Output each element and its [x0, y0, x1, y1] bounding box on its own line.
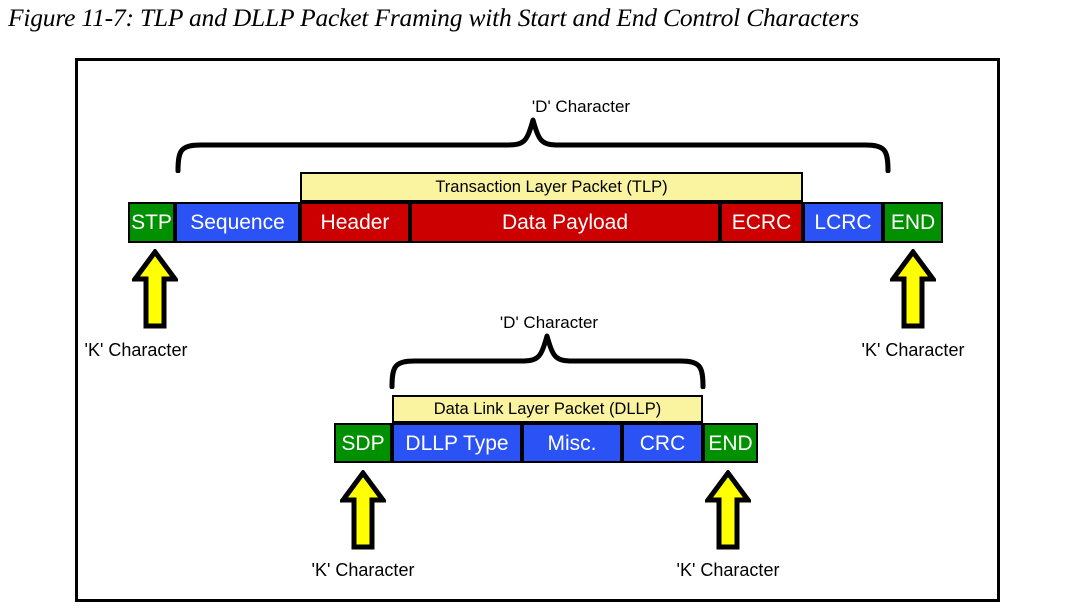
- dllp-start-marker-label: 'K' Character: [311, 560, 415, 580]
- dllp-end-marker-label: 'K' Character: [676, 560, 780, 580]
- tlp-segment-data-payload: Data Payload: [410, 202, 720, 243]
- tlp-brace-label: 'D' Character: [531, 97, 631, 116]
- dllp-brace-label: 'D' Character: [499, 313, 599, 332]
- tlp-segment-header: Header: [300, 202, 410, 243]
- tlp-start-marker-arrow: [132, 249, 178, 329]
- tlp-end-marker-arrow: [890, 249, 936, 329]
- tlp-start-marker-label: 'K' Character: [84, 340, 188, 360]
- dllp-brace: [389, 333, 706, 389]
- dllp-segment-misc: Misc.: [522, 423, 622, 463]
- tlp-segment-stp: STP: [128, 202, 175, 243]
- dllp-segment-end: END: [703, 423, 758, 463]
- tlp-end-marker-label: 'K' Character: [861, 340, 965, 360]
- figure-frame: 'D' Character Transaction Layer Packet (…: [75, 58, 1000, 602]
- tlp-segment-end: END: [883, 202, 943, 243]
- tlp-band: Transaction Layer Packet (TLP): [300, 172, 803, 202]
- dllp-segment-dllp-type: DLLP Type: [392, 423, 522, 463]
- dllp-band: Data Link Layer Packet (DLLP): [392, 395, 703, 423]
- dllp-end-marker-arrow: [705, 470, 751, 550]
- dllp-segment-crc: CRC: [622, 423, 703, 463]
- tlp-segment-ecrc: ECRC: [720, 202, 803, 243]
- dllp-start-marker-arrow: [340, 470, 386, 550]
- tlp-segment-sequence: Sequence: [175, 202, 300, 243]
- figure-title: Figure 11-7: TLP and DLLP Packet Framing…: [8, 3, 859, 32]
- dllp-segment-sdp: SDP: [334, 423, 392, 463]
- tlp-brace: [175, 117, 891, 173]
- tlp-segment-lcrc: LCRC: [803, 202, 883, 243]
